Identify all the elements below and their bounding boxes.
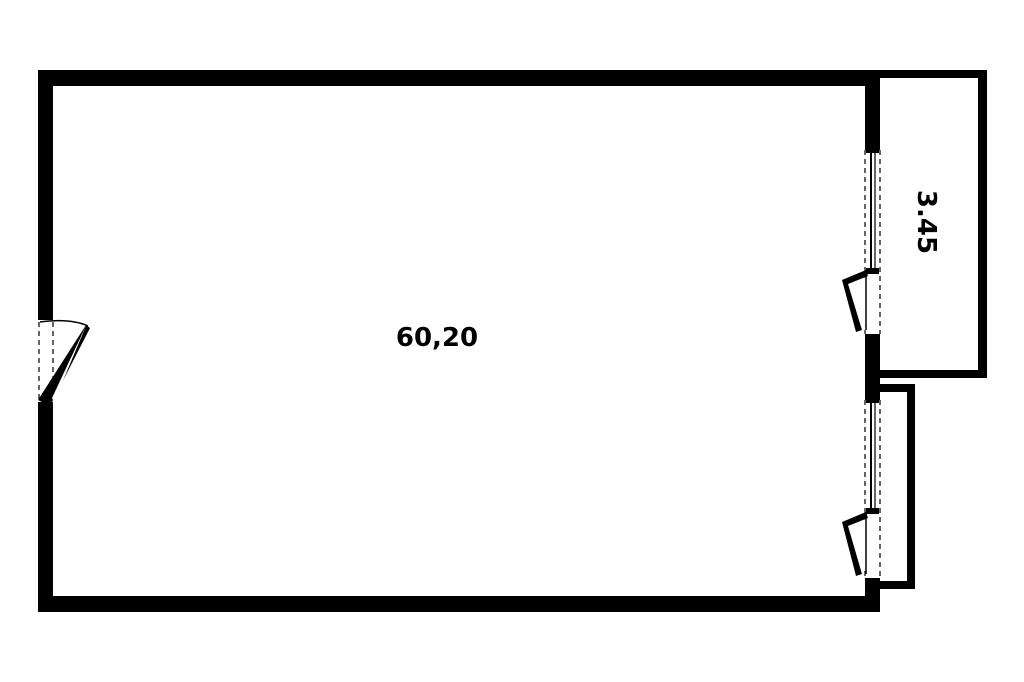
loggia-walls [865, 384, 915, 589]
balcony-top-wall [865, 70, 987, 78]
loggia-top-wall [865, 384, 915, 392]
loggia-bottom-wall [865, 581, 915, 589]
balcony-bottom-wall [865, 370, 987, 378]
left-wall-upper [38, 70, 53, 320]
balcony-window [842, 148, 881, 334]
entrance-door-swing-arc [39, 319, 89, 327]
right-wall-top [865, 70, 880, 150]
loggia-right-wall [907, 384, 915, 589]
balcony-right-wall [978, 70, 987, 378]
balcony-area-label: 3.45 [911, 190, 941, 254]
entrance-door [38, 319, 90, 406]
right-wall-middle [865, 334, 880, 400]
top-wall [38, 70, 880, 86]
entrance-door-leaf [38, 325, 90, 406]
main-room-walls [38, 70, 880, 612]
loggia-window [842, 398, 881, 578]
loggia-door-leaf [842, 512, 868, 576]
bottom-wall [38, 596, 880, 612]
balcony-walls [865, 70, 987, 378]
left-wall-lower [38, 402, 53, 612]
main-room-area-label: 60,20 [396, 323, 478, 353]
